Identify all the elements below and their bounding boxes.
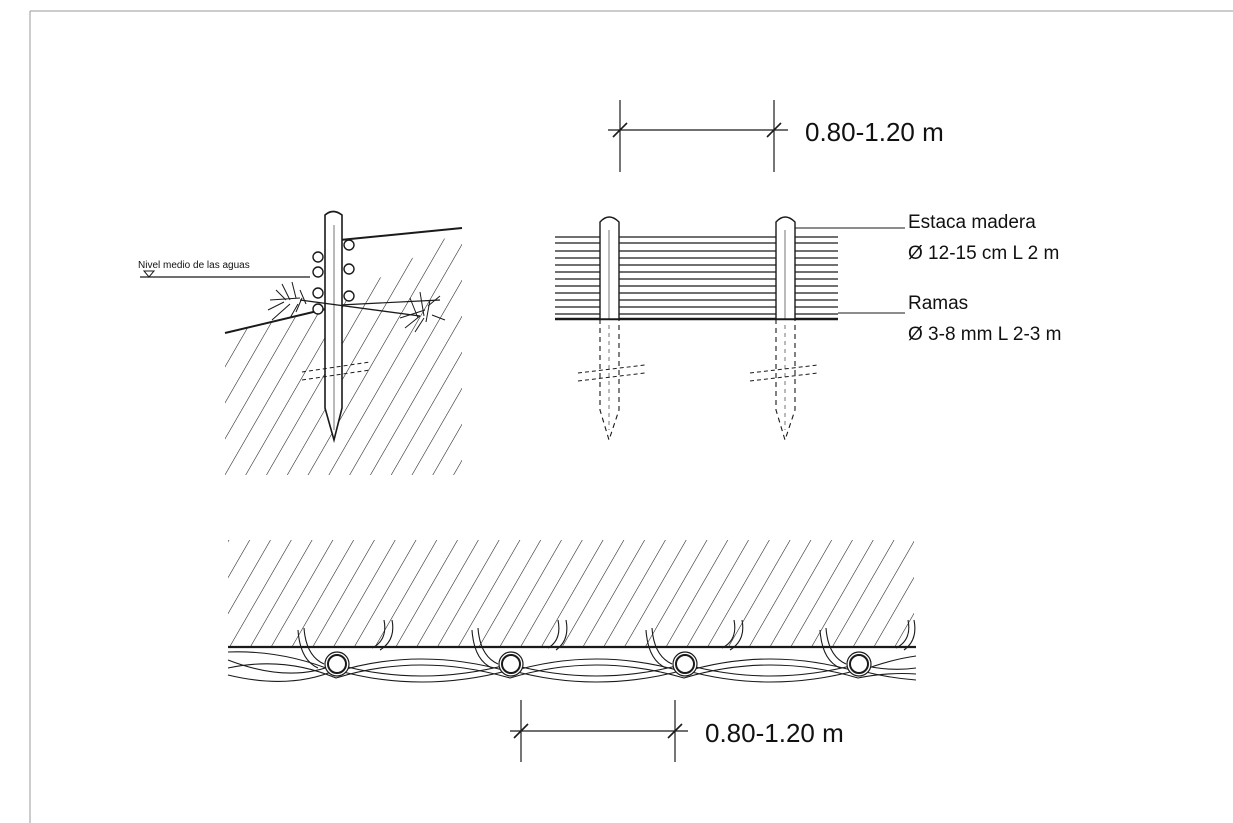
wooden-stake — [324, 210, 343, 444]
stake-label: Estaca madera — [908, 212, 1036, 233]
top-spacing-dimension — [608, 100, 788, 172]
elevation-stake-right — [749, 216, 819, 442]
plan-stake-4 — [846, 651, 872, 677]
stake-spec: Ø 12-15 cm L 2 m — [908, 243, 1059, 264]
branch-bundle-circles — [312, 239, 355, 315]
plan-soil-hatch — [228, 540, 914, 646]
sheet-frame — [29, 10, 1233, 823]
bank-ground-line — [224, 227, 463, 334]
plan-stake-1 — [324, 651, 350, 677]
branch-hook-loops — [297, 619, 916, 669]
plant-cutting-branches — [267, 281, 446, 333]
buried-brace-dashed — [301, 361, 371, 381]
elevation-stake-left — [577, 216, 646, 442]
bank-soil-hatch — [225, 228, 462, 475]
elevation-view: 0.80-1.20 m — [555, 100, 1061, 442]
top-spacing-label: 0.80-1.20 m — [805, 117, 944, 147]
water-level-label: Nivel medio de las aguas — [138, 260, 250, 271]
bottom-spacing-dimension — [510, 700, 688, 762]
leader-lines — [795, 227, 905, 314]
bottom-spacing-label: 0.80-1.20 m — [705, 718, 844, 748]
water-level-symbol — [140, 270, 310, 278]
plan-stake-3 — [672, 651, 698, 677]
branches-label: Ramas — [908, 293, 968, 314]
plan-view: 0.80-1.20 m — [227, 540, 917, 762]
section-view: Nivel medio de las aguas — [138, 210, 463, 475]
branches-spec: Ø 3-8 mm L 2-3 m — [908, 324, 1061, 345]
plan-stake-2 — [498, 651, 524, 677]
